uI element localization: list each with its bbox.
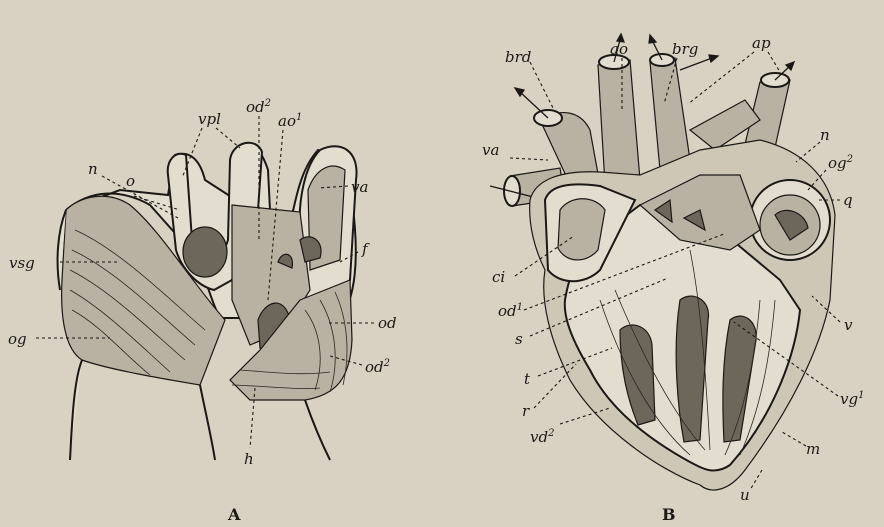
label-ao: ao [610, 40, 628, 58]
panel-a-caption: A [227, 505, 241, 524]
label-q: q [843, 191, 853, 209]
label-od2: od2 [246, 98, 271, 116]
label-v: v [844, 316, 853, 334]
label-n-b: n [820, 126, 830, 144]
label-f: f [361, 240, 370, 258]
label-n: n [88, 160, 98, 178]
label-ci: ci [492, 268, 505, 286]
label-brd: brd [505, 48, 531, 66]
label-vpl: vpl [198, 110, 221, 128]
label-r: r [522, 402, 530, 420]
label-o: o [126, 172, 135, 190]
label-va-b: va [482, 141, 499, 159]
label-va: va [351, 178, 368, 196]
label-vd2: vd2 [530, 428, 554, 446]
label-og: og [8, 330, 27, 348]
label-od1: od1 [498, 302, 523, 320]
label-ap: ap [752, 34, 771, 52]
label-vsg: vsg [9, 254, 35, 272]
label-brg: brg [672, 40, 698, 58]
label-h: h [244, 450, 254, 468]
panel-b-caption: B [662, 505, 676, 524]
label-og2: og2 [828, 154, 853, 172]
label-u: u [740, 486, 750, 504]
label-ao1: ao1 [278, 112, 302, 130]
label-vg1: vg1 [840, 390, 864, 408]
label-m: m [806, 440, 820, 458]
label-od: od [378, 314, 397, 332]
label-t: t [524, 370, 531, 388]
label-s: s [515, 330, 523, 348]
label-od2-lower: od2 [365, 358, 390, 376]
panel-b-drawing [490, 34, 835, 490]
panel-a-drawing [58, 143, 357, 460]
